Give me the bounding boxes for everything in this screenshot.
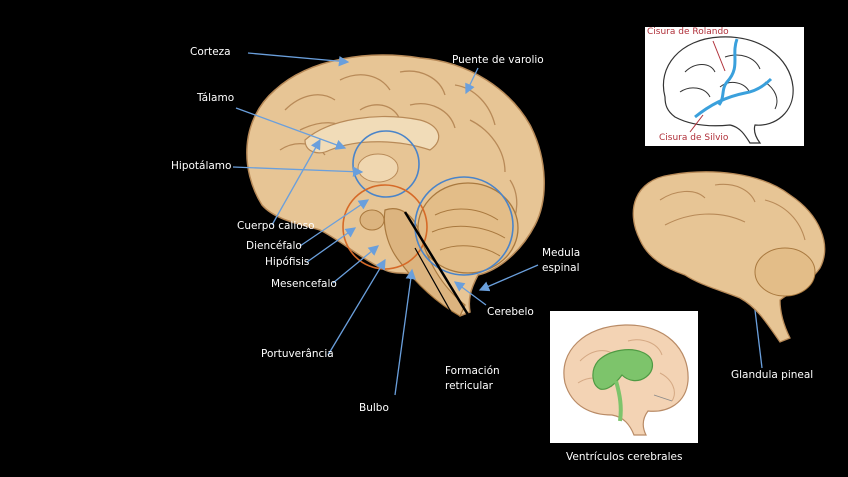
silvio-label: Cisura de Silvio xyxy=(659,132,728,145)
rolando-label: Cisura de Rolando xyxy=(647,26,729,39)
ventricle-inset xyxy=(550,311,698,443)
label-corteza: Corteza xyxy=(190,46,231,59)
label-medula-1: Medula xyxy=(542,247,580,260)
label-hipofisis: Hipófisis xyxy=(265,256,309,269)
ventricle-drawing xyxy=(550,311,698,443)
label-medula-2: espinal xyxy=(542,262,580,275)
label-puente: Puente de varolio xyxy=(452,54,544,67)
label-bulbo: Bulbo xyxy=(359,402,389,415)
label-diencefalo: Diencéfalo xyxy=(246,240,302,253)
label-cuerpo-calloso: Cuerpo calloso xyxy=(237,220,315,233)
label-formacion-2: retricular xyxy=(445,380,493,393)
label-formacion-1: Formación xyxy=(445,365,500,378)
label-hipotalamo: Hipotálamo xyxy=(171,160,231,173)
fissure-drawing xyxy=(645,27,804,146)
label-talamo: Tálamo xyxy=(197,92,234,105)
label-portuverancia: Portuverância xyxy=(261,348,334,361)
label-mesencefalo: Mesencefalo xyxy=(271,278,337,291)
fissure-inset: Cisura de Rolando Cisura de Silvio xyxy=(645,27,804,146)
label-cerebelo: Cerebelo xyxy=(487,306,534,319)
label-glandula-pineal: Glandula pineal xyxy=(731,369,813,382)
label-ventriculos: Ventrículos cerebrales xyxy=(566,451,682,464)
